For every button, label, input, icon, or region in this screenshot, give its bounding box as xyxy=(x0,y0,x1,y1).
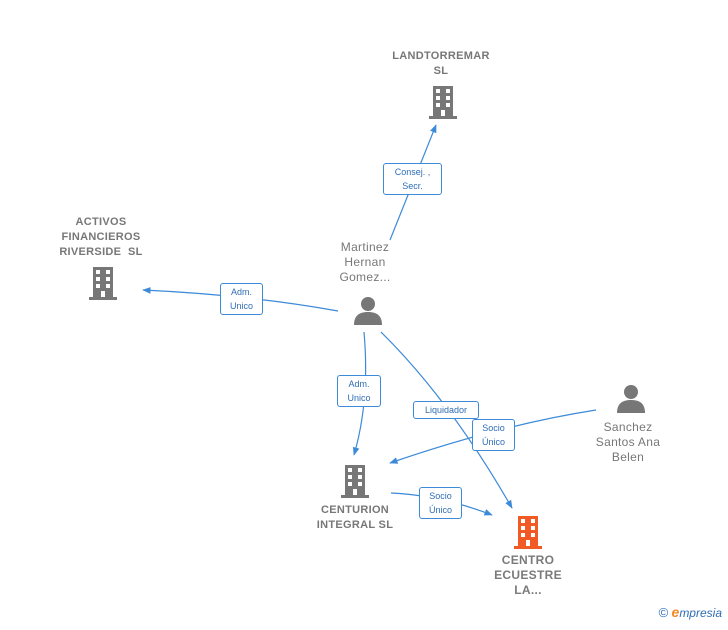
edge-label-line: Único xyxy=(428,505,452,515)
edge-label-line: Consej. , xyxy=(394,167,431,177)
edge-label-consej[interactable]: Consej. , Secr. xyxy=(383,163,442,195)
edge-label-line: Único xyxy=(481,437,505,447)
edge-label-socio-sanchez[interactable]: Socio Único xyxy=(472,419,515,451)
centurion-label[interactable]: CENTURION INTEGRAL SL xyxy=(290,503,420,533)
landtorremar-label[interactable]: LANDTORREMAR SL xyxy=(376,49,506,79)
activos-label-line: RIVERSIDE SL xyxy=(59,246,143,258)
edge-label-line: Liquidador xyxy=(424,405,468,415)
edge-label-line: Socio xyxy=(429,491,452,501)
edge-label-adm-activos[interactable]: Adm. Unico xyxy=(220,283,263,315)
centro-label-line: LA... xyxy=(514,583,542,597)
edge-label-line: Unico xyxy=(347,393,371,403)
sanchez-label-line: Sanchez xyxy=(603,420,653,434)
brand-e: e xyxy=(671,604,680,620)
brand-name: mpresia xyxy=(679,606,722,620)
edge-label-line: Adm. xyxy=(348,379,370,389)
martinez-label-line: Martinez xyxy=(340,240,390,254)
edge-label-line: Secr. xyxy=(402,181,423,191)
centro-label-line: ECUESTRE xyxy=(494,568,562,582)
centro-building-icon[interactable] xyxy=(513,515,543,549)
edge-label-adm-centurion[interactable]: Adm. Unico xyxy=(337,375,381,407)
activos-label[interactable]: ACTIVOS FINANCIEROS RIVERSIDE SL xyxy=(36,215,166,260)
copyright-icon: © xyxy=(658,605,669,620)
sanchez-label-line: Santos Ana xyxy=(595,435,661,449)
martinez-person-icon[interactable] xyxy=(353,296,383,326)
martinez-label-line: Gomez... xyxy=(339,270,391,284)
centro-label-line: CENTRO xyxy=(501,553,555,567)
empresia-watermark: © empresia xyxy=(659,604,722,620)
sanchez-label-line: Belen xyxy=(611,450,645,464)
landtorremar-label-line: LANDTORREMAR xyxy=(392,50,490,62)
edge-label-line: Adm. xyxy=(230,287,252,297)
sanchez-person-icon[interactable] xyxy=(616,384,646,414)
landtorremar-label-line: SL xyxy=(433,65,449,77)
activos-building-icon[interactable] xyxy=(88,266,118,300)
edge-label-line: Socio xyxy=(482,423,505,433)
activos-label-line: FINANCIEROS xyxy=(61,231,141,243)
sanchez-label[interactable]: Sanchez Santos Ana Belen xyxy=(578,420,678,465)
landtorremar-building-icon[interactable] xyxy=(428,85,458,119)
martinez-label[interactable]: Martinez Hernan Gomez... xyxy=(315,240,415,285)
centurion-building-icon[interactable] xyxy=(340,464,370,498)
centro-label[interactable]: CENTRO ECUESTRE LA... xyxy=(463,553,593,598)
activos-label-line: ACTIVOS xyxy=(75,216,127,228)
edge-label-line: Unico xyxy=(229,301,253,311)
martinez-label-line: Hernan xyxy=(344,255,386,269)
edge-label-liquidador[interactable]: Liquidador xyxy=(413,401,479,419)
edge-label-socio-centurion[interactable]: Socio Único xyxy=(419,487,462,519)
centurion-label-line: INTEGRAL SL xyxy=(316,519,394,531)
centurion-label-line: CENTURION xyxy=(320,504,390,516)
